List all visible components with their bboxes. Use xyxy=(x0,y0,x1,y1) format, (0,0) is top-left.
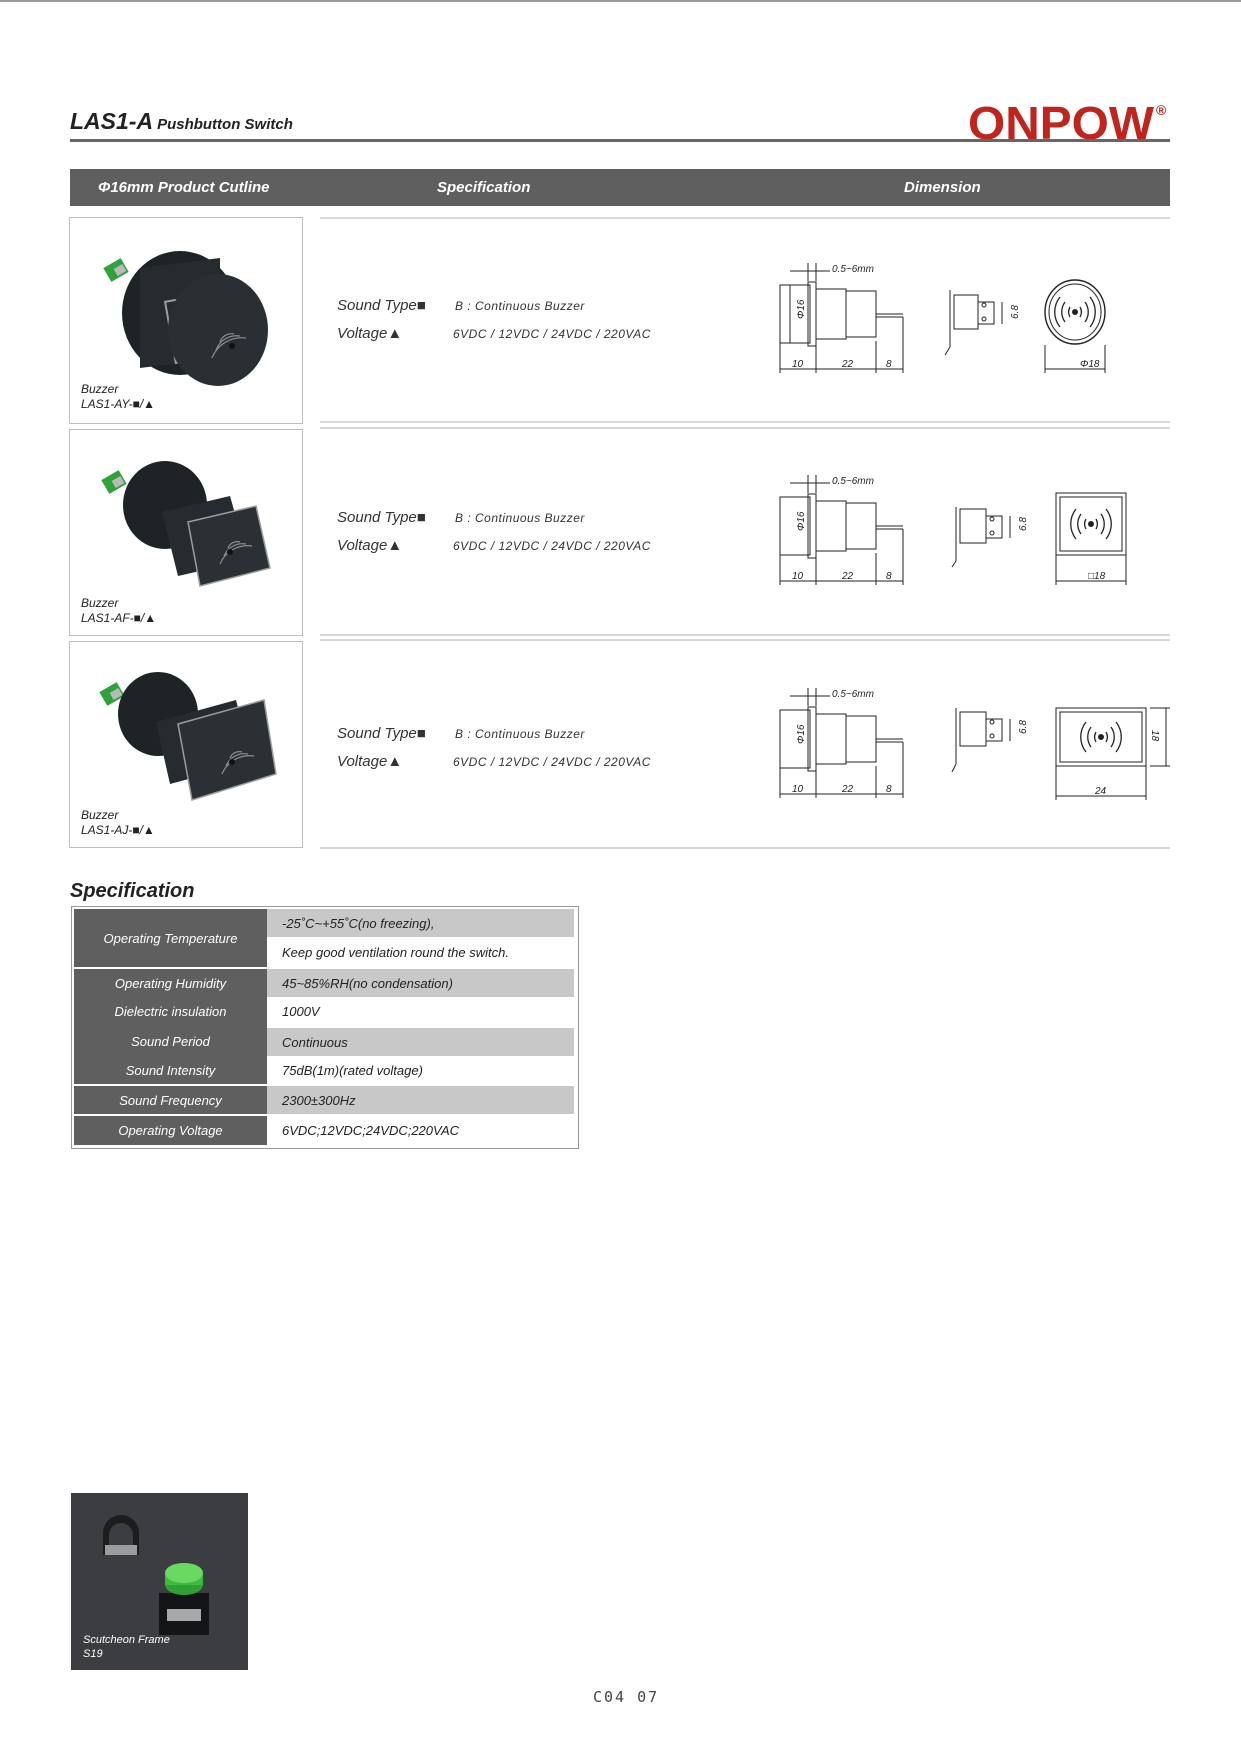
product-image-box: Buzzer LAS1-AJ-■/▲ xyxy=(69,641,303,848)
dim-b: 22 xyxy=(841,359,854,370)
voltage-label: Voltage▲ xyxy=(337,753,403,770)
spec-row-label: Operating Voltage xyxy=(74,1116,267,1145)
spec-row-label: Dielectric insulation xyxy=(74,997,267,1026)
row-divider xyxy=(320,427,1170,429)
header-specification: Specification xyxy=(437,179,531,196)
title-rule xyxy=(70,139,1170,142)
brand-registered-mark: ® xyxy=(1156,102,1167,118)
spec-row-value: 2300±300Hz xyxy=(267,1086,574,1114)
top-border xyxy=(0,0,1241,2)
sound-type-label: Sound Type■ xyxy=(337,297,426,314)
dimension-drawing: 0.5~6mm Φ16 10 22 8 6.8 Φ18 xyxy=(779,263,1106,373)
specification-table: Operating Temperature -25˚C~+55˚C(no fre… xyxy=(71,906,579,1149)
dim-a: 10 xyxy=(792,571,804,582)
table-header-bar: Φ16mm Product Cutline Specification Dime… xyxy=(70,169,1170,206)
sound-type-label: Sound Type■ xyxy=(337,509,426,526)
dim-pin: 6.8 xyxy=(1018,720,1029,734)
dim-diameter: Φ16 xyxy=(796,724,807,744)
brand-name: ONPOW xyxy=(968,97,1155,147)
spec-row-label: Sound Period xyxy=(74,1026,267,1056)
accessory-caption-code: S19 xyxy=(83,1648,103,1660)
voltage-label: Voltage▲ xyxy=(337,537,403,554)
dim-face-width: 24 xyxy=(1094,786,1107,797)
title-main: LAS1-A xyxy=(70,108,154,134)
dim-b: 22 xyxy=(841,571,854,582)
product-name: Buzzer xyxy=(81,382,119,396)
accessory-caption-name: Scutcheon Frame xyxy=(83,1634,170,1646)
dim-c: 8 xyxy=(886,571,892,582)
dim-gap: 0.5~6mm xyxy=(832,264,874,275)
row-divider xyxy=(320,847,1170,849)
product-model: LAS1-AJ-■/▲ xyxy=(81,823,155,837)
onpow-logo: ONPOW ® xyxy=(968,97,1167,147)
spec-row-label: Sound Frequency xyxy=(74,1086,267,1114)
dim-b: 22 xyxy=(841,784,854,795)
dim-a: 10 xyxy=(792,784,804,795)
accessory-caption: Scutcheon Frame S19 xyxy=(83,1633,170,1661)
spec-row-value: 45~85%RH(no condensation) xyxy=(267,969,574,997)
spec-row-label: Operating Temperature xyxy=(74,909,267,967)
spec-row-value: 75dB(1m)(rated voltage) xyxy=(282,1062,423,1078)
spec-row-value: 6VDC;12VDC;24VDC;220VAC xyxy=(282,1123,460,1138)
header-product-cutline: Φ16mm Product Cutline xyxy=(98,179,270,196)
product-model: LAS1-AF-■/▲ xyxy=(81,611,157,625)
dim-face: □18 xyxy=(1088,571,1106,582)
header-dimension: Dimension xyxy=(904,179,981,196)
dim-diameter: Φ16 xyxy=(796,299,807,319)
voltage-label: Voltage▲ xyxy=(337,325,403,342)
dim-c: 8 xyxy=(886,359,892,370)
sound-type-value: B : Continuous Buzzer xyxy=(455,299,585,313)
round-buzzer-illustration xyxy=(103,251,268,386)
dimension-drawing: 0.5~6mm Φ16 10 22 8 6.8 □18 xyxy=(779,475,1127,585)
dim-face-height: 18 xyxy=(1149,730,1160,742)
dim-gap: 0.5~6mm xyxy=(832,689,874,700)
spec-row-value: Keep good ventilation round the switch. xyxy=(282,944,509,960)
title-sub: Pushbutton Switch xyxy=(157,116,293,133)
dim-face: Φ18 xyxy=(1080,359,1100,370)
product-name: Buzzer xyxy=(81,596,119,610)
dim-pin: 6.8 xyxy=(1010,305,1021,319)
escutcheon-frame-illustration xyxy=(71,1493,248,1670)
sound-type-label: Sound Type■ xyxy=(337,725,426,742)
dim-c: 8 xyxy=(886,784,892,795)
dim-a: 10 xyxy=(792,359,804,370)
product-name: Buzzer xyxy=(81,808,119,822)
product-image-box: Buzzer LAS1-AF-■/▲ xyxy=(69,429,303,636)
dim-diameter: Φ16 xyxy=(796,511,807,531)
escutcheon-frame-photo: Scutcheon Frame S19 xyxy=(71,1493,248,1670)
square-buzzer-illustration xyxy=(101,461,271,587)
voltage-value: 6VDC / 12VDC / 24VDC / 220VAC xyxy=(453,539,651,553)
product-model: LAS1-AY-■/▲ xyxy=(81,397,156,411)
specification-heading: Specification xyxy=(70,880,195,902)
row-divider xyxy=(320,639,1170,641)
sound-type-value: B : Continuous Buzzer xyxy=(455,727,585,741)
row-divider xyxy=(320,634,1170,636)
row-divider xyxy=(320,217,1170,219)
voltage-value: 6VDC / 12VDC / 24VDC / 220VAC xyxy=(453,327,651,341)
page-code: C04 07 xyxy=(593,1688,660,1706)
product-image-box: Buzzer LAS1-AY-■/▲ xyxy=(69,217,303,424)
dim-gap: 0.5~6mm xyxy=(832,476,874,487)
spec-row-value: Continuous xyxy=(267,1028,574,1056)
dim-pin: 6.8 xyxy=(1018,517,1029,531)
spec-row-value: 1000V xyxy=(282,1004,320,1019)
dimension-drawing: 0.5~6mm Φ16 10 22 8 6.8 24 18 xyxy=(779,688,1170,800)
voltage-value: 6VDC / 12VDC / 24VDC / 220VAC xyxy=(453,755,651,769)
sound-type-value: B : Continuous Buzzer xyxy=(455,511,585,525)
spec-row-label: Operating Humidity xyxy=(74,969,267,997)
spec-row-value: -25˚C~+55˚C(no freezing), xyxy=(267,909,574,937)
rectangular-buzzer-illustration xyxy=(99,672,277,801)
row-divider xyxy=(320,421,1170,423)
spec-row-label: Sound Intensity xyxy=(74,1056,267,1084)
